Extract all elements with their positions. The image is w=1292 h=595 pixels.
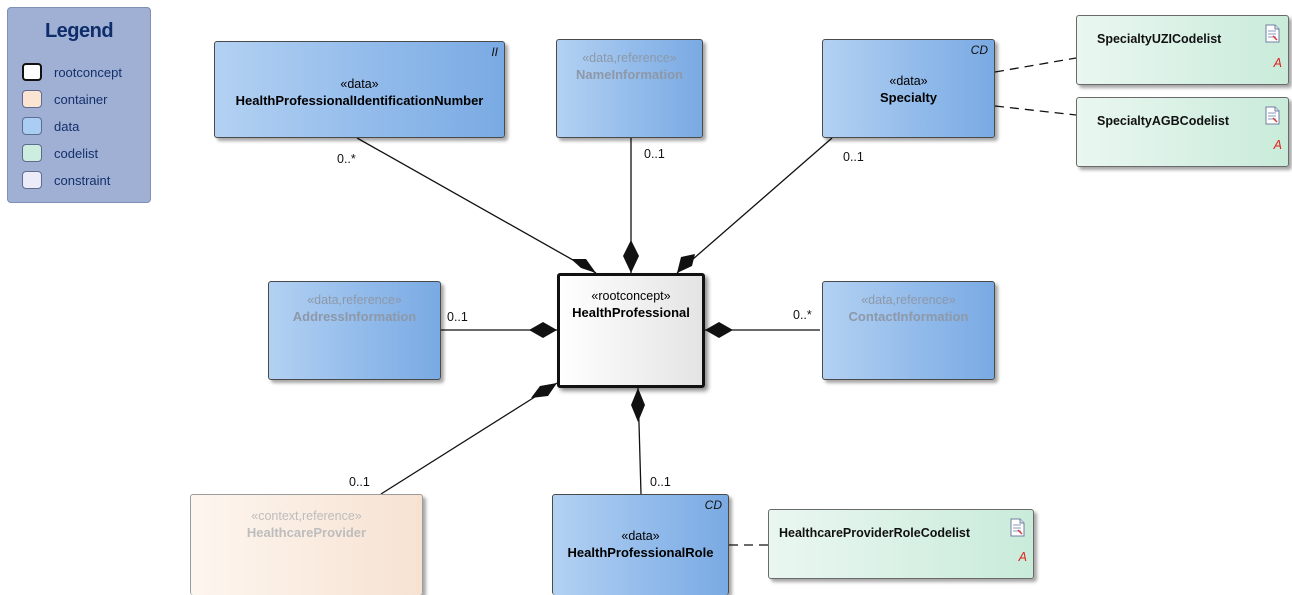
node-name: HealthcareProvider (246, 525, 367, 540)
legend-label: constraint (54, 173, 111, 188)
codelist-name: HealthcareProviderRoleCodelist (779, 526, 971, 540)
node-name: NameInformation (576, 67, 683, 82)
document-icon (1265, 24, 1280, 43)
legend-swatch-data (22, 117, 42, 135)
multiplicity-id-number: 0..* (337, 152, 356, 166)
legend-title: Legend (44, 20, 114, 42)
multiplicity-contact: 0..* (793, 308, 812, 322)
node-stereotype: «data,reference» (582, 51, 677, 65)
legend-label: data (54, 119, 80, 134)
node-name-information[interactable]: «data,reference» NameInformation (556, 39, 703, 138)
node-specialty[interactable]: CD «data» Specialty (822, 39, 995, 138)
node-name: HealthProfessionalRole (567, 545, 714, 560)
node-stereotype: «data» (340, 77, 379, 91)
node-health-professional-root[interactable]: «rootconcept» HealthProfessional (557, 273, 705, 388)
link-id-number (356, 137, 597, 274)
legend-panel: Legend rootconcept container data codeli… (7, 7, 151, 203)
codelist-name: SpecialtyUZICodelist (1097, 32, 1222, 46)
multiplicity-name-info: 0..1 (644, 147, 665, 161)
legend-swatch-rootconcept (22, 63, 42, 81)
multiplicity-specialty: 0..1 (843, 150, 864, 164)
document-icon (1010, 518, 1025, 537)
node-healthcare-provider[interactable]: «context,reference» HealthcareProvider (190, 494, 423, 595)
node-corner-tag: CD (970, 43, 988, 57)
document-icon (1265, 106, 1280, 125)
legend-swatch-container (22, 90, 42, 108)
node-stereotype: «data» (621, 529, 660, 543)
diamond-contact (705, 322, 733, 338)
node-name: ContactInformation (848, 309, 969, 324)
node-stereotype: «data,reference» (307, 293, 402, 307)
multiplicity-address: 0..1 (447, 310, 468, 324)
legend-label: rootconcept (54, 65, 122, 80)
node-stereotype: «context,reference» (251, 509, 362, 523)
node-corner-tag: CD (704, 498, 722, 512)
multiplicity-role: 0..1 (650, 475, 671, 489)
link-provider (380, 382, 558, 495)
node-address-information[interactable]: «data,reference» AddressInformation (268, 281, 441, 380)
node-name: HealthProfessional (572, 305, 690, 320)
node-stereotype: «data,reference» (861, 293, 956, 307)
diamond-role (631, 388, 645, 422)
node-identification-number[interactable]: II «data» HealthProfessionalIdentificati… (214, 41, 505, 138)
legend-swatch-constraint (22, 171, 42, 189)
legend-label: container (54, 92, 108, 107)
diamond-provider (531, 383, 557, 398)
link-specialty (676, 137, 833, 274)
codelist-healthcare-provider-role[interactable]: HealthcareProviderRoleCodelist A (768, 509, 1034, 579)
node-contact-information[interactable]: «data,reference» ContactInformation (822, 281, 995, 380)
multiplicity-provider: 0..1 (349, 475, 370, 489)
codelist-specialty-agb[interactable]: SpecialtyAGBCodelist A (1076, 97, 1289, 167)
codelist-name: SpecialtyAGBCodelist (1097, 114, 1229, 128)
abstract-marker: A (1273, 56, 1282, 70)
link-specialty-uzi (994, 57, 1077, 73)
node-stereotype: «rootconcept» (591, 289, 671, 303)
diamond-address (529, 322, 557, 338)
diamond-specialty (677, 254, 695, 273)
node-name: Specialty (879, 90, 938, 105)
legend-label: codelist (54, 146, 99, 161)
node-name: HealthProfessionalIdentificationNumber (235, 93, 484, 108)
link-specialty-agb (994, 105, 1077, 116)
abstract-marker: A (1018, 550, 1027, 564)
node-stereotype: «data» (889, 74, 928, 88)
diamond-name-info (623, 240, 639, 273)
node-name: AddressInformation (292, 309, 417, 324)
legend-swatch-codelist (22, 144, 42, 162)
abstract-marker: A (1273, 138, 1282, 152)
node-health-professional-role[interactable]: CD «data» HealthProfessionalRole (552, 494, 729, 595)
codelist-specialty-uzi[interactable]: SpecialtyUZICodelist A (1076, 15, 1289, 85)
diamond-id-number (571, 259, 596, 273)
node-corner-tag: II (491, 45, 498, 59)
